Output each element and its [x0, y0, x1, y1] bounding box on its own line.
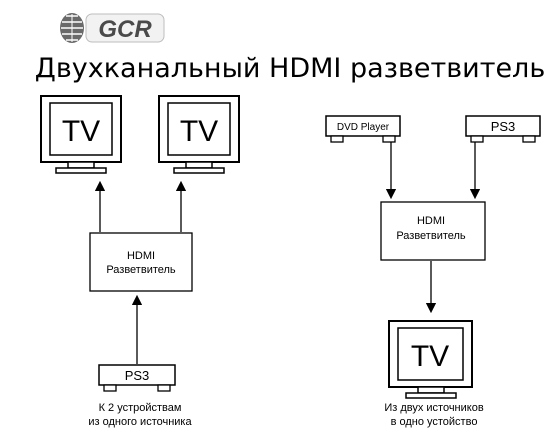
right-caption-line1: Из двух источников	[384, 402, 484, 414]
page-title: Двухканальный HDMI разветвитель	[35, 53, 545, 84]
logo: GCR	[60, 13, 165, 43]
tv-right: TV	[158, 95, 240, 174]
pinecone-icon	[60, 13, 84, 43]
logo-text: GCR	[98, 16, 152, 43]
left-caption-line2: из одного источника	[88, 416, 192, 428]
left-caption-line1: К 2 устройствам	[99, 402, 182, 414]
splitter-box-left: HDMI Разветвитель	[89, 232, 193, 292]
tv-right-label: TV	[180, 115, 218, 148]
tv-output-label: TV	[411, 340, 449, 373]
tv-output: TV	[388, 320, 473, 399]
source-dvd-player: DVD Player	[325, 115, 401, 143]
splitter-right-line2: Разветвитель	[396, 230, 466, 242]
splitter-box-right: HDMI Разветвитель	[380, 201, 486, 261]
right-diagram: DVD Player PS3 HDMI Разветвитель TV Из д…	[325, 115, 541, 428]
tv-left: TV	[40, 95, 122, 174]
source-ps3-left-label: PS3	[125, 368, 150, 383]
source-dvd-player-label: DVD Player	[337, 122, 390, 133]
splitter-right-line1: HDMI	[417, 215, 445, 227]
splitter-left-line1: HDMI	[127, 250, 155, 262]
source-ps3-right: PS3	[465, 115, 541, 143]
source-ps3-left: PS3	[98, 364, 176, 392]
source-ps3-right-label: PS3	[491, 119, 516, 134]
tv-left-label: TV	[62, 115, 100, 148]
left-diagram: TV TV HDMI Разветвитель PS3 К 2 устройст…	[40, 95, 240, 428]
splitter-left-line2: Разветвитель	[106, 264, 176, 276]
right-caption-line2: в одно устойство	[391, 416, 478, 428]
